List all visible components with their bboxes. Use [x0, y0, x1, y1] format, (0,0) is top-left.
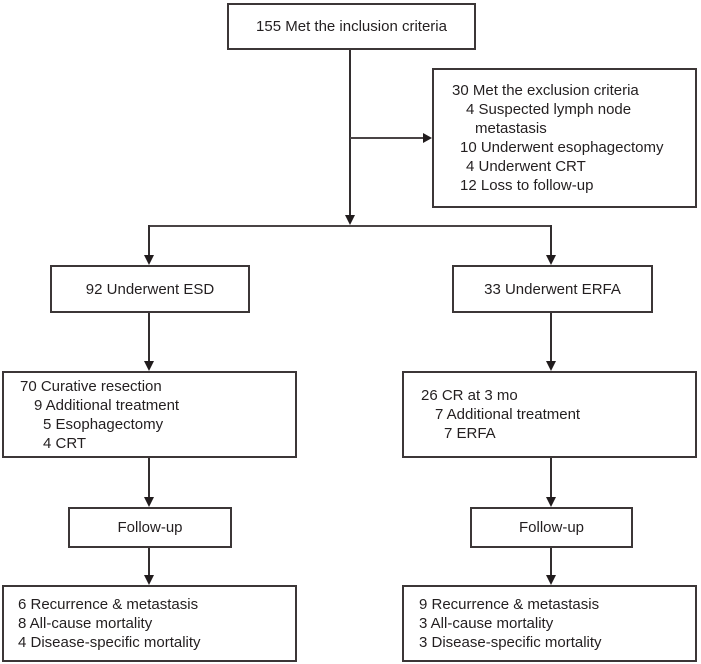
box-line: 6 Recurrence & metastasis	[18, 596, 199, 613]
box-line: 30 Met the exclusion criteria	[452, 82, 639, 99]
arrowhead-down-outcome-right	[546, 575, 556, 585]
arrowhead-down-esd-detail	[144, 361, 154, 371]
arrowhead-down-center	[345, 215, 355, 225]
inclusion-label: 155 Met the inclusion criteria	[256, 18, 447, 35]
box-underwent-erfa: 33 Underwent ERFA	[452, 265, 653, 313]
box-underwent-esd: 92 Underwent ESD	[50, 265, 250, 313]
erfa-label: 33 Underwent ERFA	[484, 280, 621, 298]
followup-left-label: Follow-up	[117, 519, 183, 536]
box-line: metastasis	[475, 120, 547, 137]
connector-left-to-esd	[148, 225, 150, 255]
box-followup-left: Follow-up	[68, 507, 232, 548]
arrowhead-down-followup-left	[144, 497, 154, 507]
box-line: 5 Esophagectomy	[43, 415, 164, 433]
connector-detail-to-followup-left	[148, 458, 150, 497]
connector-followup-to-outcome-left	[148, 548, 150, 575]
box-line: 9 Recurrence & metastasis	[419, 596, 600, 613]
box-exclusion-criteria: 30 Met the exclusion criteria 4 Suspected…	[432, 68, 697, 208]
box-line: 9 Additional treatment	[34, 396, 180, 414]
connector-top-vertical	[349, 50, 351, 215]
box-line: 4 Underwent CRT	[466, 158, 586, 175]
box-outcome-left: 6 Recurrence & metastasis 8 All-cause mor…	[2, 585, 297, 662]
followup-right-label: Follow-up	[518, 519, 585, 536]
connector-right-to-erfa	[550, 225, 552, 255]
connector-erfa-to-detail	[550, 313, 552, 361]
connector-split-horizontal	[148, 225, 552, 227]
box-followup-right: Follow-up	[470, 507, 633, 548]
arrowhead-down-esd	[144, 255, 154, 265]
box-line: 4 CRT	[43, 434, 87, 452]
box-line: 26 CR at 3 mo	[421, 387, 518, 404]
box-line: 70 Curative resection	[20, 377, 162, 395]
box-line: 7 ERFA	[444, 425, 496, 442]
box-inclusion-criteria: 155 Met the inclusion criteria	[227, 3, 476, 50]
box-line: 4 Suspected lymph node	[466, 101, 632, 118]
esd-label: 92 Underwent ESD	[85, 280, 215, 298]
connector-exclusion-branch	[350, 137, 424, 139]
box-outcome-right: 9 Recurrence & metastasis 3 All-cause mor…	[402, 585, 697, 662]
box-line: 10 Underwent esophagectomy	[460, 139, 664, 156]
box-erfa-detail: 26 CR at 3 mo 7 Additional treatment 7 ERF…	[402, 371, 697, 458]
arrowhead-down-erfa-detail	[546, 361, 556, 371]
arrowhead-right-exclusion	[423, 133, 432, 143]
box-line: 8 All-cause mortality	[18, 615, 153, 632]
box-line: 3 All-cause mortality	[419, 615, 554, 632]
connector-followup-to-outcome-right	[550, 548, 552, 575]
arrowhead-down-followup-right	[546, 497, 556, 507]
connector-esd-to-detail	[148, 313, 150, 361]
box-line: 4 Disease-specific mortality	[18, 634, 201, 651]
arrowhead-down-outcome-left	[144, 575, 154, 585]
box-line: 3 Disease-specific mortality	[419, 634, 602, 651]
connector-detail-to-followup-right	[550, 458, 552, 497]
box-line: 12 Loss to follow-up	[460, 177, 594, 194]
box-line: 7 Additional treatment	[435, 406, 581, 423]
arrowhead-down-erfa	[546, 255, 556, 265]
